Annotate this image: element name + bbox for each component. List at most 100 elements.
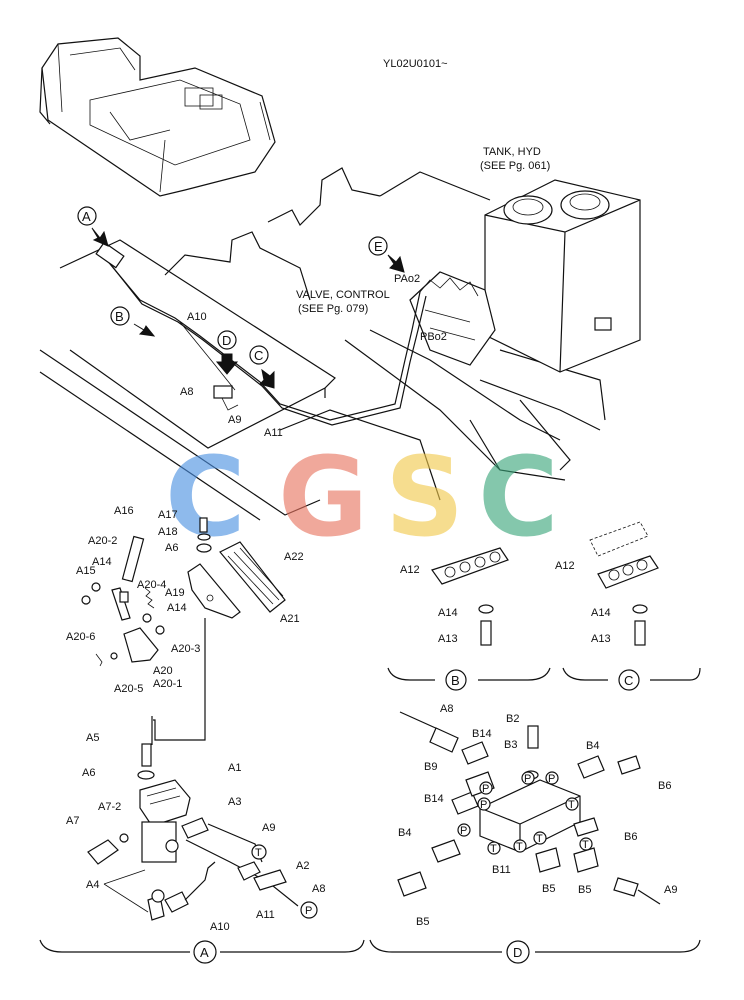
svg-text:A: A [82, 209, 91, 224]
label-A4: A4 [86, 879, 99, 891]
svg-text:P: P [524, 773, 531, 785]
callout-D-top: D [215, 330, 239, 375]
port-marker-P-A: P [300, 901, 318, 919]
svg-text:T: T [516, 841, 523, 853]
label-B5-a: B5 [542, 883, 555, 895]
label-A6-low: A6 [82, 767, 95, 779]
label-A13-B: A13 [438, 633, 458, 645]
label-A9-D: A9 [664, 884, 677, 896]
label-B11: B11 [492, 864, 511, 876]
label-A15: A15 [76, 565, 96, 577]
label-B9: B9 [424, 761, 437, 773]
label-A17: A17 [158, 509, 178, 521]
svg-text:T: T [490, 843, 497, 855]
label-A20-2: A20-2 [88, 535, 117, 547]
label-A14-b: A14 [167, 602, 187, 614]
frame-structure [39, 167, 606, 521]
watermark-letter-4: C [478, 433, 559, 561]
label-A14-C: A14 [591, 607, 611, 619]
svg-text:T: T [536, 833, 543, 845]
label-B4-a: B4 [586, 740, 599, 752]
label-A18: A18 [158, 526, 178, 538]
label-A19: A19 [165, 587, 185, 599]
watermark-letter-3: S [385, 433, 464, 561]
section-label-A: A [200, 945, 209, 960]
control-valve [409, 271, 496, 366]
svg-text:P: P [460, 825, 467, 837]
label-A11-low: A11 [256, 909, 275, 921]
label-A13-C: A13 [591, 633, 611, 645]
label-A16: A16 [114, 505, 134, 517]
label-A20-3: A20-3 [171, 643, 200, 655]
port-pb-label: PBo2 [420, 331, 447, 343]
label-A20: A20 [153, 665, 173, 677]
label-B4-b: B4 [398, 827, 411, 839]
label-A8-low: A8 [312, 883, 325, 895]
hydraulic-tank [484, 179, 641, 373]
section-bracket-C [562, 667, 701, 681]
svg-text:P: P [305, 905, 312, 917]
label-A6-mid: A6 [165, 542, 178, 554]
label-A1: A1 [228, 762, 241, 774]
label-B14-a: B14 [472, 728, 492, 740]
label-B6-b: B6 [624, 831, 637, 843]
svg-text:P: P [548, 773, 555, 785]
label-A7: A7 [66, 815, 79, 827]
label-A9-low: A9 [262, 822, 275, 834]
label-A20-1: A20-1 [153, 678, 182, 690]
svg-text:P: P [482, 783, 489, 795]
label-A12-B: A12 [400, 564, 420, 576]
callout-B-top: B [110, 306, 156, 337]
hose-a10-a11 [99, 251, 421, 421]
svg-text:T: T [582, 839, 589, 851]
label-A3: A3 [228, 796, 241, 808]
label-B14-b: B14 [424, 793, 444, 805]
section-label-C: C [624, 673, 633, 688]
clamp-C-detail [589, 521, 659, 646]
pedal-linkage [81, 517, 286, 745]
label-A20-5: A20-5 [114, 683, 143, 695]
section-label-D: D [513, 945, 522, 960]
label-B2: B2 [506, 713, 519, 725]
watermark-letter-2: G [278, 433, 368, 561]
label-A8-D: A8 [440, 703, 453, 715]
label-B3: B3 [504, 739, 517, 751]
valve-detail-A [87, 743, 299, 921]
label-A22: A22 [284, 551, 304, 563]
callout-A-top: A [77, 206, 109, 247]
label-A10-low: A10 [210, 921, 230, 933]
label-A10-upper: A10 [187, 311, 207, 323]
label-A20-4: A20-4 [137, 579, 166, 591]
doc-code: YL02U0101~ [383, 58, 448, 70]
label-A2: A2 [296, 860, 309, 872]
label-B5-c: B5 [416, 916, 429, 928]
svg-text:C: C [254, 348, 263, 363]
tank-ref-line-2: (SEE Pg. 061) [480, 160, 550, 172]
port-pa-label: PAo2 [394, 273, 420, 285]
label-A20-6: A20-6 [66, 631, 95, 643]
label-A14-B: A14 [438, 607, 458, 619]
section-bracket-A [39, 939, 365, 953]
machine-thumbnail [39, 37, 276, 197]
label-A8-upper: A8 [180, 386, 193, 398]
callout-E-top: E [368, 236, 405, 273]
callout-C-top: C [249, 345, 275, 389]
svg-text:B: B [115, 309, 124, 324]
label-A12-C: A12 [555, 560, 575, 572]
section-label-B: B [451, 673, 460, 688]
svg-text:T: T [255, 847, 262, 859]
label-A21: A21 [280, 613, 300, 625]
svg-text:T: T [568, 799, 575, 811]
valve-ref-line-1: VALVE, CONTROL [296, 289, 390, 301]
svg-text:E: E [374, 239, 383, 254]
manifold-port-markers: P P P P T P T T T T [457, 771, 593, 855]
tank-ref-line-1: TANK, HYD [483, 146, 541, 158]
section-bracket-B [387, 667, 551, 681]
valve-ref-line-2: (SEE Pg. 079) [298, 303, 368, 315]
label-B5-b: B5 [578, 884, 591, 896]
label-A14-a: A14 [92, 556, 112, 568]
svg-text:D: D [222, 333, 231, 348]
section-bracket-D [369, 939, 701, 953]
svg-text:P: P [480, 799, 487, 811]
